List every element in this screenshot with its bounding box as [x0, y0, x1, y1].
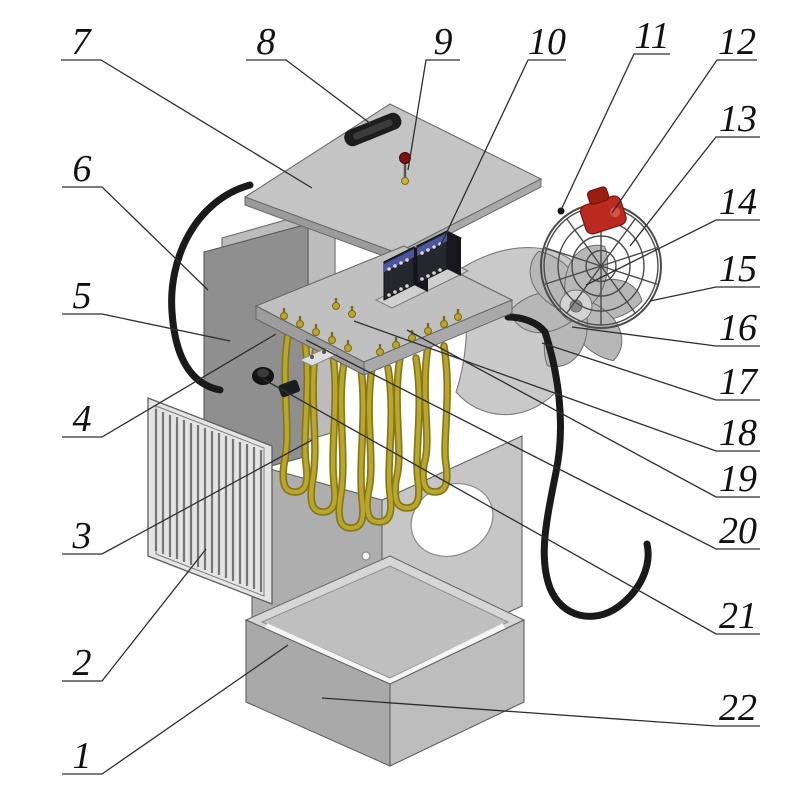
leader-line-17 [541, 342, 760, 401]
carry-handle [344, 112, 402, 147]
intake-grille [147, 397, 273, 605]
callout-7: 7 [72, 21, 93, 63]
power-cable-right [504, 313, 652, 620]
leader-line-10 [436, 59, 566, 254]
terminal-bracket [298, 347, 340, 367]
leader-line-8 [246, 59, 372, 125]
callout-3: 3 [72, 515, 92, 557]
thermostat-knob [399, 152, 411, 185]
leader-lines [61, 53, 760, 775]
callout-13: 13 [719, 98, 757, 140]
leader-line-20 [305, 339, 760, 550]
leader-line-4 [62, 333, 277, 438]
leader-line-3 [62, 439, 313, 555]
callout-10: 10 [528, 21, 566, 63]
terminal-studs [280, 298, 462, 356]
callout-14: 14 [719, 181, 757, 223]
callout-16: 16 [719, 307, 757, 349]
callout-17: 17 [719, 361, 759, 403]
leader-line-11 [560, 53, 670, 211]
callout-11: 11 [634, 15, 669, 57]
leader-line-21 [262, 378, 760, 635]
callout-18: 18 [719, 412, 757, 454]
leader-line-7 [61, 59, 313, 189]
leader-line-14 [585, 219, 760, 286]
leader-line-2 [62, 548, 207, 682]
callout-9: 9 [434, 21, 453, 63]
leader-line-16 [571, 326, 760, 347]
callout-15: 15 [719, 248, 757, 290]
leader-line-13 [629, 136, 760, 247]
leader-line-1 [62, 644, 289, 775]
callout-6: 6 [73, 148, 92, 190]
cable-grommet [252, 367, 274, 385]
callout-12: 12 [718, 21, 756, 63]
callout-2: 2 [73, 642, 92, 684]
leader-line-18 [353, 320, 760, 452]
callout-labels: 1 2 3 4 5 6 7 8 9 10 11 12 13 14 15 16 1… [72, 15, 760, 777]
leader-line-9 [407, 59, 460, 171]
callout-21: 21 [719, 595, 757, 637]
capacitor [278, 379, 300, 398]
leader-line-5 [62, 313, 231, 342]
leader-line-6 [62, 186, 209, 291]
leader-line-22 [321, 697, 760, 727]
callout-8: 8 [257, 21, 276, 63]
guard-screw [557, 207, 565, 215]
power-cable-left [168, 181, 254, 394]
callout-5: 5 [73, 275, 92, 317]
callout-22: 22 [719, 687, 757, 729]
base-housing [244, 555, 526, 767]
callout-19: 19 [719, 458, 757, 500]
callout-1: 1 [73, 735, 92, 777]
leader-line-19 [406, 329, 760, 498]
leader-line-12 [611, 59, 757, 214]
fan-motor [579, 186, 627, 235]
rear-panels [203, 205, 336, 485]
leader-line-15 [649, 286, 760, 302]
callout-20: 20 [719, 510, 757, 552]
callout-4: 4 [73, 398, 92, 440]
